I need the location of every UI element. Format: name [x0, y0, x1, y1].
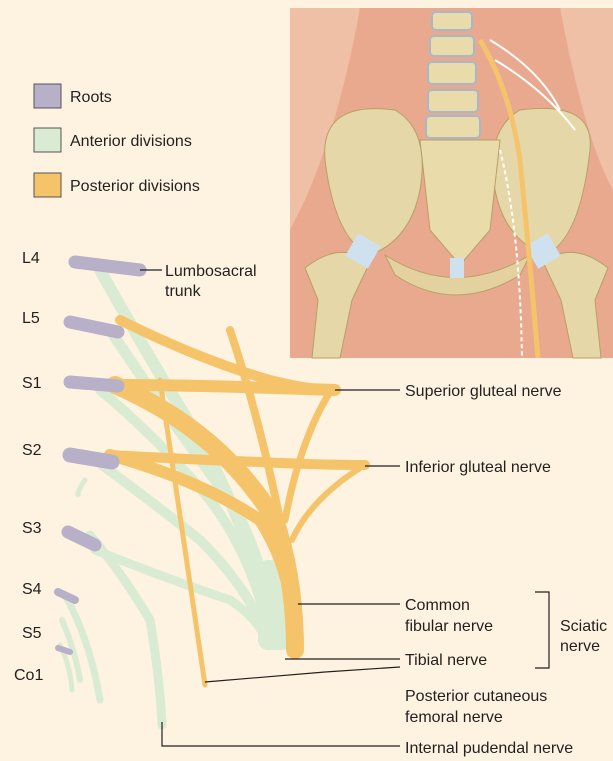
legend-label-posterior: Posterior divisions [70, 178, 200, 195]
posterior-cutaneous-nerve-label-line1: Posterior cutaneous [405, 688, 547, 705]
root-co1 [58, 648, 70, 652]
legend-swatch-roots [34, 84, 61, 108]
root-s1 [70, 382, 118, 386]
tibial-nerve-label: Tibial nerve [405, 652, 487, 669]
root-label-s2: S2 [22, 442, 42, 459]
root-label-s3: S3 [22, 520, 42, 537]
legend-label-anterior: Anterior divisions [70, 133, 192, 150]
common-fibular-nerve-label-line1: Common [405, 597, 470, 614]
legend: Roots Anterior divisions Posterior divis… [34, 84, 200, 197]
sciatic-nerve-label-line1: Sciatic [560, 618, 607, 635]
internal-pudendal-nerve-label: Internal pudendal nerve [405, 740, 573, 757]
root-labels: L4 L5 S1 S2 S3 S4 S5 Co1 [14, 250, 43, 684]
root-l5 [70, 322, 118, 332]
common-fibular-nerve-label-line2: fibular nerve [405, 618, 493, 635]
root-label-l4: L4 [22, 250, 40, 267]
root-label-s1: S1 [22, 375, 42, 392]
legend-swatch-posterior [34, 173, 61, 197]
root-label-l5: L5 [22, 310, 40, 327]
legend-swatch-anterior [34, 128, 61, 152]
posterior-cutaneous-nerve-label-line2: femoral nerve [405, 709, 503, 726]
inferior-gluteal-nerve-label: Inferior gluteal nerve [405, 459, 551, 476]
sciatic-nerve-label-line2: nerve [560, 638, 600, 655]
root-s4 [58, 592, 75, 600]
root-l4 [75, 262, 140, 270]
root-label-s4: S4 [22, 581, 42, 598]
root-label-co1: Co1 [14, 667, 43, 684]
legend-label-roots: Roots [70, 89, 112, 106]
root-s2 [70, 455, 112, 462]
root-label-s5: S5 [22, 625, 42, 642]
lumbosacral-trunk-label-line2: trunk [165, 283, 202, 300]
sciatic-bracket [535, 592, 549, 668]
superior-gluteal-nerve-label: Superior gluteal nerve [405, 383, 562, 400]
pelvis-inset [290, 8, 613, 358]
lumbosacral-trunk-label-line1: Lumbosacral [165, 263, 257, 280]
